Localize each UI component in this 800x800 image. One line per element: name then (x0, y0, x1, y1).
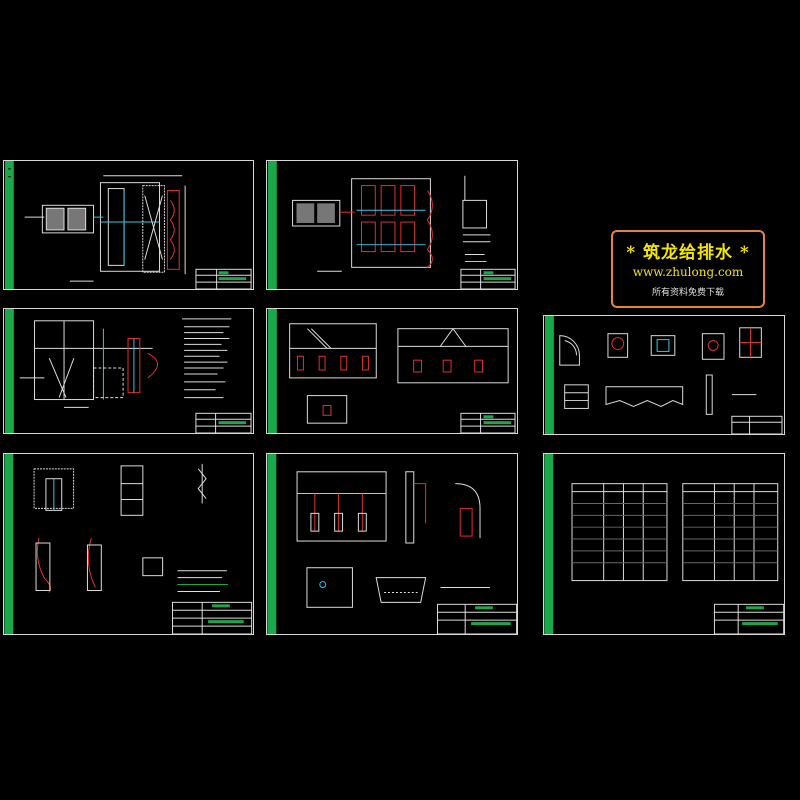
watermark-logo[interactable]: * 筑龙给排水 * www.zhulong.com 所有资料免费下载 (611, 230, 765, 308)
drawing-sheet-7 (266, 453, 518, 635)
sheet-3-drawing (4, 309, 252, 433)
sheet-5-drawing (545, 316, 783, 434)
logo-note: 所有资料免费下载 (651, 288, 724, 298)
sheet-2-drawing (267, 161, 516, 289)
sheet-4-drawing (268, 309, 516, 433)
sheet-6-drawing (4, 454, 253, 634)
drawing-sheet-8 (543, 453, 785, 635)
drawing-sheet-2 (266, 160, 518, 290)
sheet-7-drawing (267, 454, 517, 634)
drawing-sheet-1 (3, 160, 254, 290)
logo-url[interactable]: www.zhulong.com (632, 265, 744, 279)
drawing-sheet-6 (3, 453, 254, 635)
drawing-sheet-4 (266, 308, 518, 434)
drawing-sheet-3 (3, 308, 254, 434)
logo-title: * 筑龙给排水 * (626, 243, 750, 263)
sheet-1-drawing (4, 161, 252, 289)
sheet-8-drawing (544, 454, 784, 634)
drawing-sheet-5 (543, 315, 785, 435)
